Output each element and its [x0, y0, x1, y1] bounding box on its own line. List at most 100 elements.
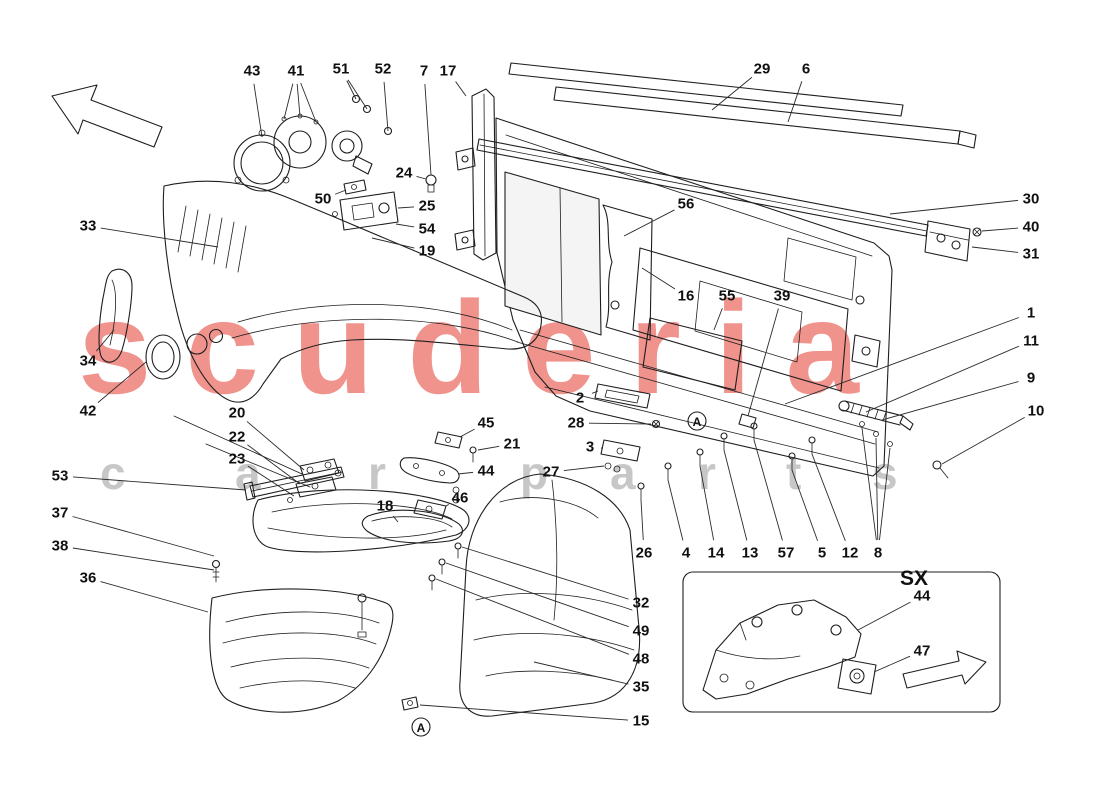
- callout-49: 49: [633, 623, 650, 640]
- callout-46: 46: [452, 490, 469, 507]
- seal-rail-and-bracket: [476, 138, 982, 262]
- leader-line-18: [392, 515, 399, 523]
- detail-marker-a2: A: [417, 721, 426, 735]
- leader-line-15: [419, 704, 629, 721]
- rail-fasteners: [594, 383, 893, 501]
- pull-handle-parts: [361, 431, 477, 544]
- callout-45: 45: [478, 415, 495, 432]
- callout-40: 40: [1023, 219, 1040, 236]
- leader-line-19: [371, 237, 415, 249]
- callout-22: 22: [229, 429, 246, 446]
- watermark-letter: r: [368, 447, 386, 499]
- leader-line-40: [981, 227, 1019, 232]
- leader-line-46: [445, 504, 449, 507]
- leader-line-39: [747, 308, 779, 417]
- leader-line-8: [861, 427, 877, 541]
- callout-15: 15: [633, 713, 650, 730]
- watermark-brand: scuderia: [78, 274, 893, 421]
- leader-line-11: [865, 345, 1020, 413]
- inset-arrow-icon: [902, 650, 987, 689]
- leader-line-49: [445, 562, 629, 628]
- callout-39: 39: [774, 288, 791, 305]
- callout-56: 56: [678, 196, 695, 213]
- front-trim-panel: [459, 473, 641, 717]
- callout-53: 53: [52, 468, 69, 485]
- side-label: SX: [900, 567, 928, 590]
- leader-line-16: [641, 267, 676, 290]
- latch-assembly: [332, 179, 399, 231]
- callout-52: 52: [375, 61, 392, 78]
- leader-line-6: [787, 81, 803, 123]
- leader-line-42: [97, 361, 147, 403]
- inset-detail-box: SX: [682, 567, 1001, 713]
- callout-47: 47: [914, 643, 931, 660]
- callout-9: 9: [1027, 370, 1035, 387]
- leader-line-56: [623, 209, 675, 237]
- callout-19: 19: [419, 243, 436, 260]
- callout-37: 37: [52, 505, 69, 522]
- leader-line-4: [667, 479, 684, 541]
- window-seal-strips: [508, 62, 977, 149]
- callout-33: 33: [80, 218, 97, 235]
- detail-markers: A A: [411, 411, 707, 737]
- leader-line-29: [711, 76, 753, 111]
- callout-44: 44: [478, 463, 495, 480]
- callout-57: 57: [778, 545, 795, 562]
- leader-line-23: [247, 465, 295, 497]
- watermark-letter: p: [520, 447, 549, 499]
- callout-2: 2: [576, 390, 584, 407]
- callout-48: 48: [633, 651, 650, 668]
- leader-line-33: [100, 227, 219, 248]
- leader-line-51: [347, 79, 368, 110]
- door-shell: [425, 88, 893, 477]
- callout-27: 27: [543, 464, 560, 481]
- leader-line-20: [246, 421, 305, 471]
- leader-line-30: [889, 199, 1019, 215]
- leader-line-25: [397, 206, 415, 209]
- leader-line-41: [296, 83, 301, 117]
- leader-line-22: [247, 444, 301, 485]
- leader-line-41: [300, 82, 317, 123]
- leader-line-8: [879, 447, 891, 541]
- leader-line-44: [457, 471, 474, 475]
- watermark-letter: c: [100, 447, 126, 499]
- callout-38: 38: [52, 538, 69, 555]
- callout-4: 4: [682, 545, 691, 562]
- water-shield: [504, 171, 602, 336]
- foam-pad: [642, 317, 743, 391]
- leader-line-55: [713, 307, 723, 331]
- leader-line-52: [383, 81, 389, 132]
- callout-16: 16: [678, 288, 695, 305]
- leader-line-34: [96, 329, 115, 352]
- callout-26: 26: [636, 545, 653, 562]
- leader-line-48: [435, 578, 630, 655]
- leader-line-24: [416, 175, 427, 180]
- leader-line-43: [253, 83, 263, 138]
- leader-line-32: [461, 546, 629, 600]
- detail-marker-a1: A: [693, 415, 702, 429]
- leader-line-53: [72, 476, 247, 491]
- callout-34: 34: [80, 353, 97, 370]
- leader-line-9: [881, 381, 1019, 421]
- leader-line-47: [873, 655, 911, 673]
- leader-line-12: [811, 453, 846, 542]
- callout-13: 13: [742, 545, 759, 562]
- callout-1: 1: [1027, 305, 1035, 322]
- callout-36: 36: [80, 570, 97, 587]
- watermark-letter: a: [610, 447, 636, 499]
- callout-7: 7: [420, 63, 428, 80]
- callout-55: 55: [719, 288, 736, 305]
- callout-23: 23: [229, 451, 246, 468]
- callout-25: 25: [419, 198, 436, 215]
- leader-line-38: [72, 547, 215, 571]
- callout-32: 32: [633, 595, 650, 612]
- callout-21: 21: [504, 436, 521, 453]
- lower-panel: [209, 559, 394, 713]
- callout-41: 41: [288, 63, 305, 80]
- leader-line-1: [784, 317, 1019, 405]
- leader-line-10: [941, 416, 1025, 465]
- callout-51: 51: [333, 61, 350, 78]
- leader-line-8: [875, 437, 879, 541]
